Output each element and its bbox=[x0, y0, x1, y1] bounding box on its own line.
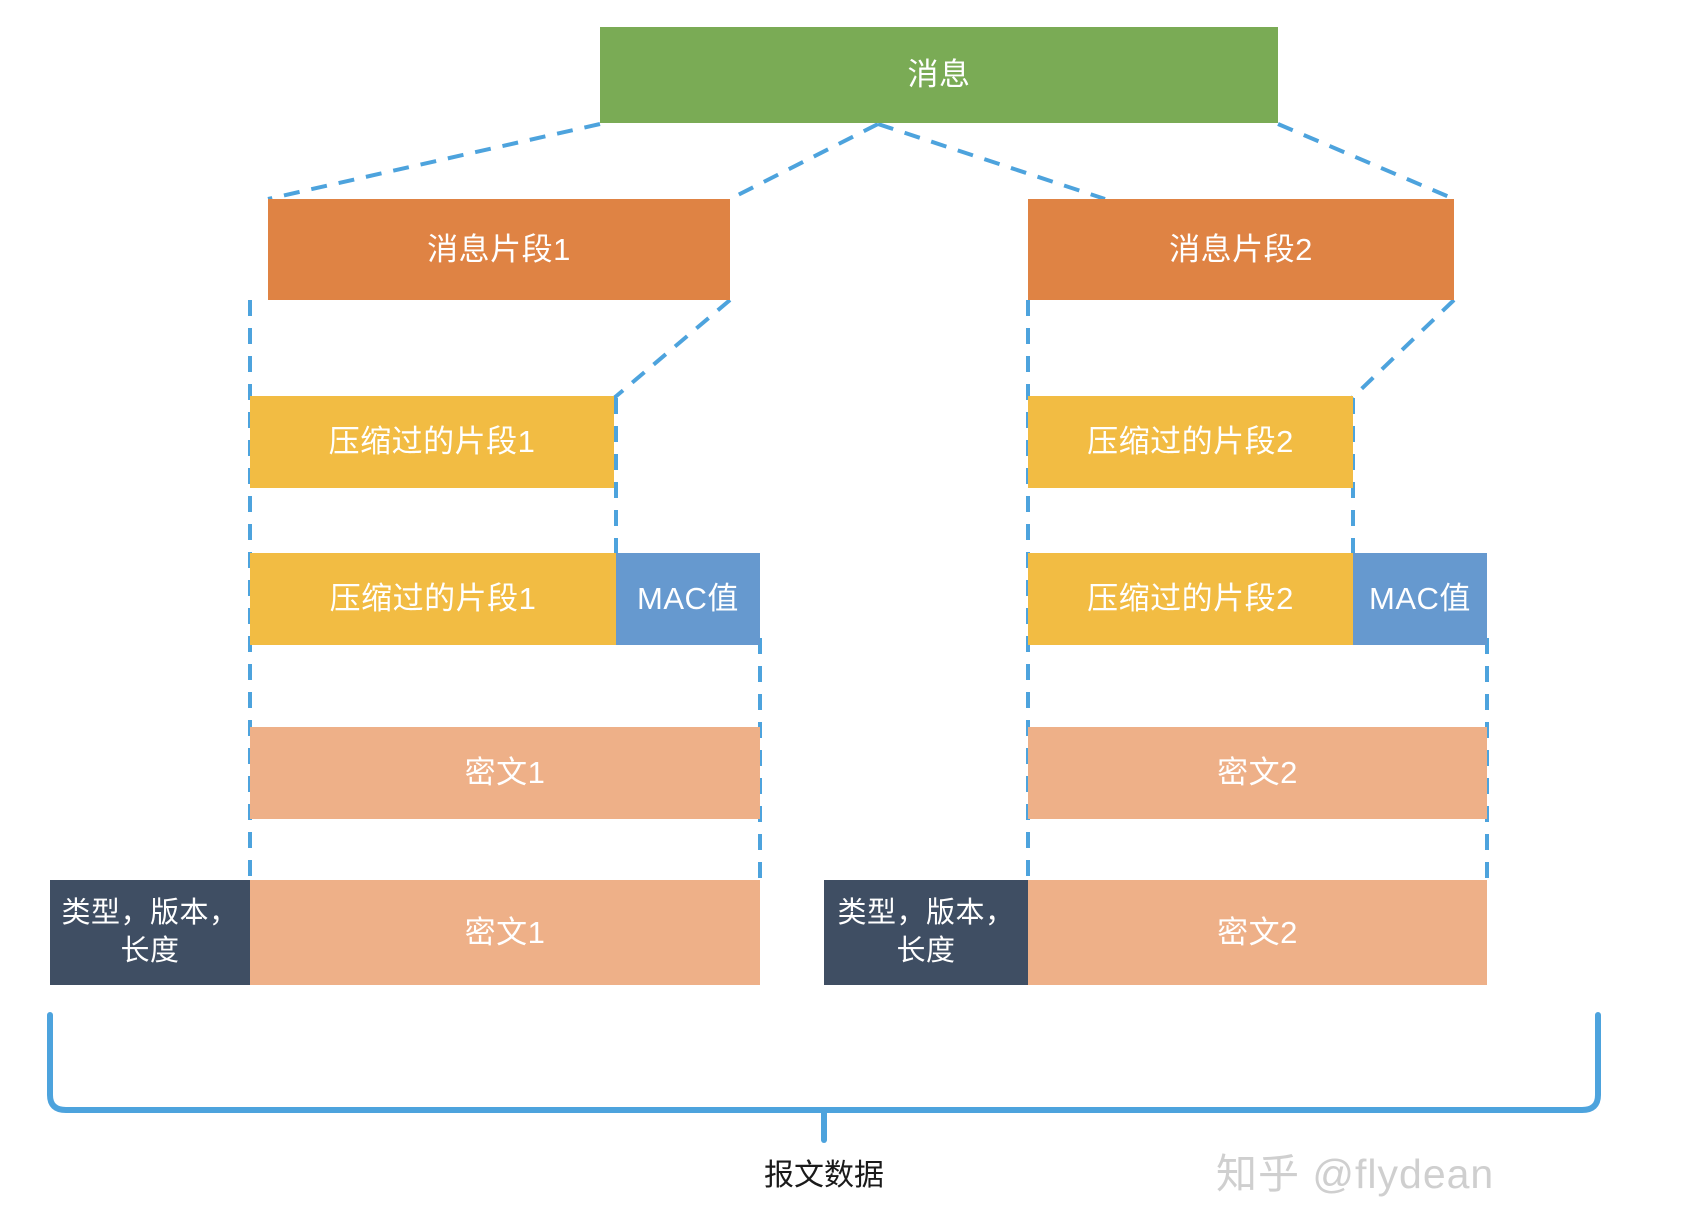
fragment-box-1-label: 消息片段1 bbox=[427, 231, 571, 267]
record-ciphertext-box-1[interactable]: 密文1 bbox=[250, 880, 760, 985]
compressed-with-mac-box-2-label: 压缩过的片段2 bbox=[1087, 581, 1294, 617]
compressed-box-1-label: 压缩过的片段1 bbox=[328, 424, 536, 460]
record-header-box-1[interactable]: 类型，版本， 长度 bbox=[50, 880, 250, 985]
connector-g2-fragment-to-compressed bbox=[1350, 298, 1456, 400]
connector-message-to-fragment2-right bbox=[1277, 122, 1455, 201]
record-header-box-2-label: 类型，版本， 长度 bbox=[837, 897, 1015, 967]
mac-box-1-label: MAC值 bbox=[637, 581, 739, 617]
record-ciphertext-box-1-label: 密文1 bbox=[464, 914, 546, 950]
connector-g1-fragment-to-compressed bbox=[612, 298, 732, 400]
connector-message-to-fragment2-left bbox=[877, 122, 1106, 201]
fragment-box-2-label: 消息片段2 bbox=[1169, 231, 1313, 267]
compressed-box-2-label: 压缩过的片段2 bbox=[1087, 424, 1294, 460]
mac-box-1[interactable]: MAC值 bbox=[616, 553, 760, 645]
compressed-with-mac-box-2[interactable]: 压缩过的片段2 bbox=[1028, 553, 1353, 645]
fragment-box-2[interactable]: 消息片段2 bbox=[1028, 199, 1454, 300]
compressed-with-mac-box-1[interactable]: 压缩过的片段1 bbox=[250, 553, 616, 645]
record-ciphertext-box-2-label: 密文2 bbox=[1217, 914, 1298, 950]
ciphertext-box-2-label: 密文2 bbox=[1217, 755, 1298, 791]
message-box-label: 消息 bbox=[907, 57, 971, 93]
ciphertext-box-1[interactable]: 密文1 bbox=[250, 727, 760, 819]
bracket-caption: 报文数据 bbox=[764, 1159, 884, 1192]
connector-message-to-fragment1-right bbox=[729, 122, 879, 201]
record-header-box-2[interactable]: 类型，版本， 长度 bbox=[824, 880, 1028, 985]
ciphertext-box-1-label: 密文1 bbox=[464, 755, 546, 791]
compressed-box-1[interactable]: 压缩过的片段1 bbox=[250, 396, 614, 488]
compressed-with-mac-box-1-label: 压缩过的片段1 bbox=[329, 581, 537, 617]
bottom-bracket bbox=[47, 1012, 1601, 1113]
mac-box-2[interactable]: MAC值 bbox=[1353, 553, 1487, 645]
connector-message-to-fragment1-left bbox=[267, 122, 601, 201]
ciphertext-box-2[interactable]: 密文2 bbox=[1028, 727, 1487, 819]
fragment-box-1[interactable]: 消息片段1 bbox=[268, 199, 730, 300]
watermark: 知乎 @flydean bbox=[1216, 1151, 1495, 1197]
mac-box-2-label: MAC值 bbox=[1369, 581, 1471, 617]
record-ciphertext-box-2[interactable]: 密文2 bbox=[1028, 880, 1487, 985]
record-header-box-1-label: 类型，版本， 长度 bbox=[61, 897, 239, 967]
message-box[interactable]: 消息 bbox=[600, 27, 1278, 123]
compressed-box-2[interactable]: 压缩过的片段2 bbox=[1028, 396, 1353, 488]
